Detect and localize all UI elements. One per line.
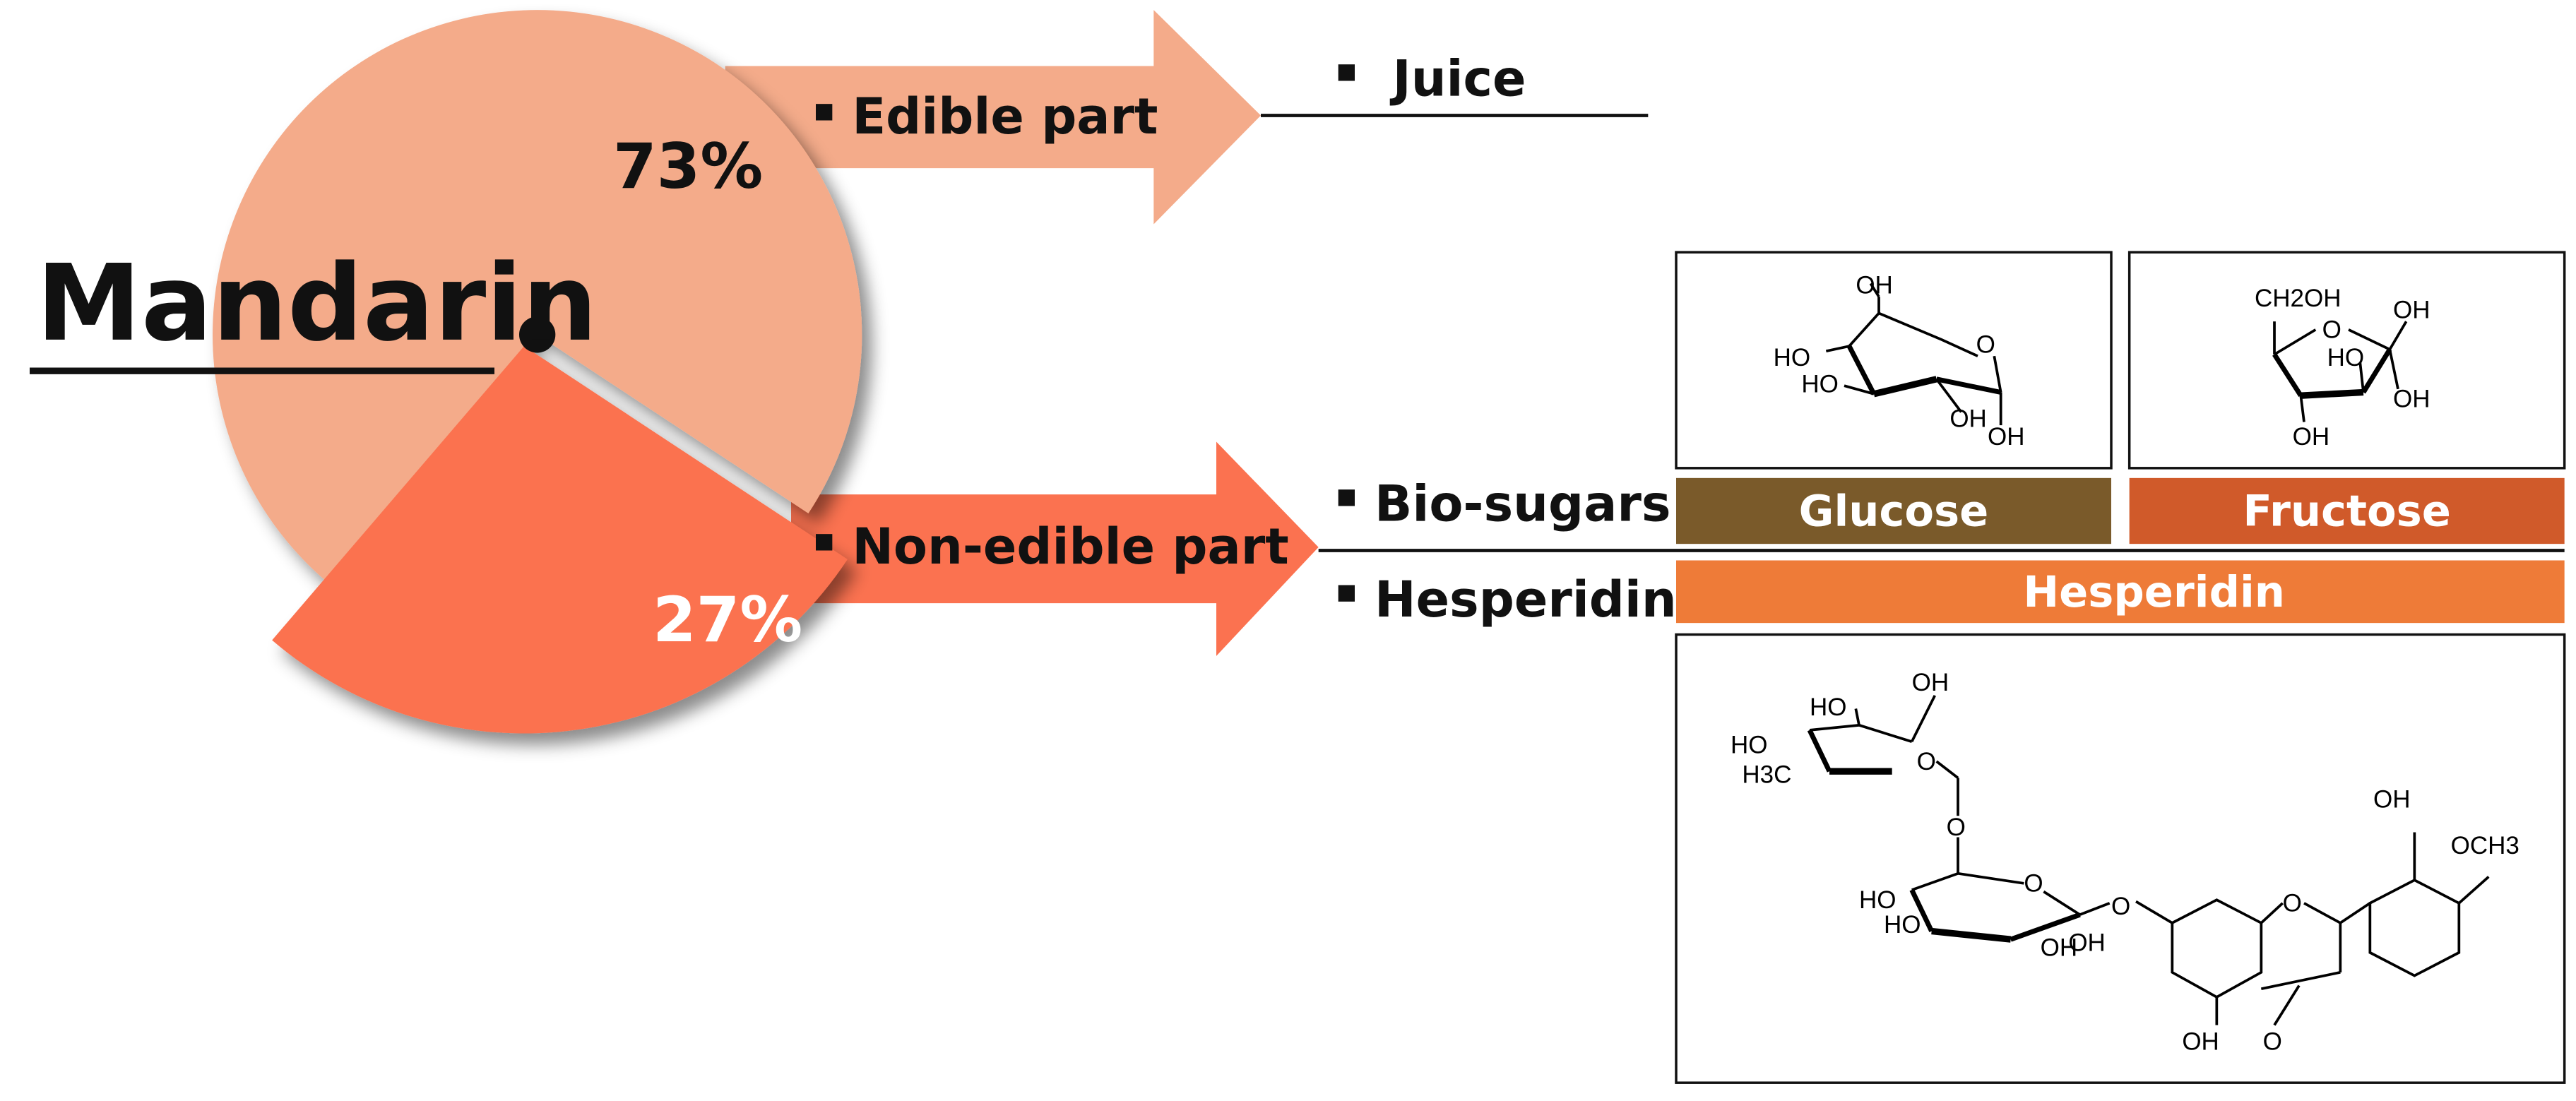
glucose-structure-box — [1675, 251, 2113, 470]
hesperidin-atom: O — [1947, 814, 1966, 841]
non-edible-arrow — [791, 441, 1319, 656]
fructose-bar-label: Fructose — [2243, 487, 2451, 537]
juice-label: Juice — [1390, 49, 1526, 107]
glucose-atom: O — [1976, 331, 1995, 359]
glucose-atom: OH — [1856, 272, 1893, 299]
glucose-bar-label: Glucose — [1799, 487, 1989, 537]
hesperidin-atom: OH — [2041, 934, 2078, 961]
bio-sugars-bullet — [1338, 489, 1355, 506]
hesperidin-atom: OH — [2068, 929, 2106, 956]
fructose-structure-box — [2127, 251, 2566, 470]
non-edible-slice — [272, 346, 848, 734]
pie-center-dot — [519, 316, 556, 353]
hesperidin-atom: O — [2283, 889, 2302, 917]
fructose-bar — [2129, 477, 2565, 544]
non-edible-bullet — [816, 534, 833, 551]
hesperidin-label: Hesperidin — [1375, 571, 1677, 629]
hesperidin-atom: O — [1917, 748, 1936, 775]
fructose-atom: OH — [2293, 423, 2330, 451]
fructose-structure: CH2OH OH O HO OH OH — [2127, 251, 2566, 470]
hesperidin-bar-label: Hesperidin — [2023, 568, 2285, 617]
hesperidin-structure: OH HO HO H3C O O O HO HO OH OH O O OH OC… — [1675, 633, 2566, 1084]
fructose-atom: O — [2322, 316, 2341, 344]
glucose-atom: OH — [1949, 405, 1987, 433]
fructose-atom: HO — [2327, 344, 2365, 371]
hesperidin-atom: HO — [1859, 886, 1897, 914]
edible-bullet — [816, 104, 833, 121]
pie-chart — [212, 10, 862, 734]
edible-slice — [212, 10, 862, 581]
glucose-atom: OH — [1988, 423, 2025, 451]
hesperidin-atom: O — [2111, 893, 2130, 920]
fructose-atom: CH2OH — [2255, 285, 2341, 312]
non-edible-percent-label: 27% — [653, 583, 802, 656]
source-title: Mandarin — [36, 242, 597, 365]
hesperidin-atom: O — [2024, 869, 2043, 897]
hesperidin-atom: HO — [1810, 694, 1847, 721]
fructose-atom: OH — [2393, 297, 2430, 324]
hesperidin-atom: OCH3 — [2451, 832, 2519, 859]
hesperidin-bullet — [1338, 585, 1355, 602]
bio-sugars-label: Bio-sugars — [1375, 475, 1671, 533]
hesperidin-atom: H3C — [1742, 761, 1791, 789]
hesperidin-atom: OH — [2182, 1028, 2219, 1055]
non-edible-part-label: Non-edible part — [852, 518, 1288, 576]
hesperidin-atom: HO — [1731, 732, 1768, 759]
fructose-atom: OH — [2393, 386, 2430, 413]
glucose-atom: HO — [1774, 344, 1811, 371]
glucose-atom: HO — [1801, 371, 1839, 398]
edible-percent-label: 73% — [613, 130, 763, 203]
edible-part-label: Edible part — [852, 88, 1158, 145]
hesperidin-atom: OH — [1912, 669, 1949, 696]
edible-arrow — [725, 10, 1261, 225]
hesperidin-atom: HO — [1884, 911, 1921, 939]
juice-bullet — [1338, 64, 1355, 81]
hesperidin-structure-box — [1675, 633, 2566, 1084]
hesperidin-bar — [1676, 560, 2565, 624]
hesperidin-atom: O — [2263, 1028, 2282, 1055]
glucose-structure: OH HO HO O OH OH — [1675, 251, 2113, 470]
glucose-bar — [1676, 477, 2111, 544]
hesperidin-atom: OH — [2373, 786, 2411, 814]
